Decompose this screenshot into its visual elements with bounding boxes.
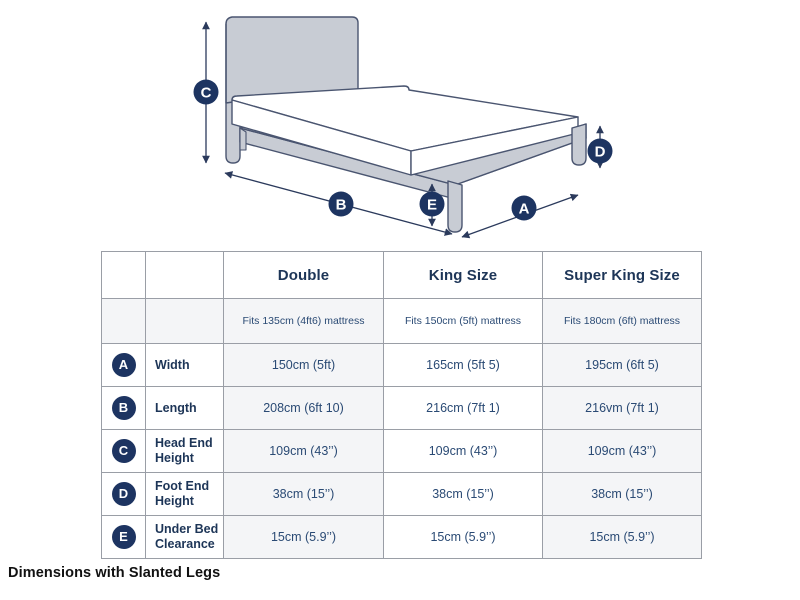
cell-length-superking: 216vm (7ft 1)	[542, 386, 702, 430]
table-header-row: Double King Size Super King Size	[101, 251, 702, 299]
cell-under-bed-clearance-superking: 15cm (5.9’’)	[542, 515, 702, 559]
row-label-width: Width	[145, 343, 224, 387]
diagram-marker-d-label: D	[595, 144, 606, 161]
dimensions-table-container: Double King Size Super King Size Fits 13…	[101, 251, 702, 559]
cell-head-end-height-double: 109cm (43’’)	[223, 429, 384, 473]
cell-under-bed-clearance-king: 15cm (5.9’’)	[383, 515, 543, 559]
diagram-marker-d: D	[587, 138, 613, 164]
cell-under-bed-clearance-double: 15cm (5.9’’)	[223, 515, 384, 559]
leg-head-rear	[239, 127, 247, 151]
diagram-marker-c: C	[193, 79, 219, 105]
table-row: E Under Bed Clearance 15cm (5.9’’) 15cm …	[101, 515, 702, 559]
cell-width-superking: 195cm (6ft 5)	[542, 343, 702, 387]
headboard-left-post	[225, 23, 241, 164]
leg-foot-right	[571, 123, 587, 166]
column-subheader-double: Fits 135cm (4ft6) mattress	[223, 298, 384, 344]
table-subheader-row: Fits 135cm (4ft6) mattress Fits 150cm (5…	[101, 298, 702, 344]
column-header-double: Double	[223, 251, 384, 299]
diagram-marker-b-label: B	[336, 197, 347, 214]
row-label-under-bed-clearance: Under Bed Clearance	[145, 515, 224, 559]
row-badge-d: D	[101, 472, 146, 516]
headboard	[225, 16, 359, 104]
row-label-foot-end-height: Foot End Height	[145, 472, 224, 516]
column-header-king: King Size	[383, 251, 543, 299]
diagram-marker-a: A	[511, 195, 537, 221]
diagram-marker-c-label: C	[201, 85, 212, 102]
column-subheader-king: Fits 150cm (5ft) mattress	[383, 298, 543, 344]
cell-foot-end-height-double: 38cm (15’’)	[223, 472, 384, 516]
column-subheader-superking: Fits 180cm (6ft) mattress	[542, 298, 702, 344]
diagram-marker-e: E	[419, 191, 445, 217]
cell-head-end-height-superking: 109cm (43’’)	[542, 429, 702, 473]
column-header-superking: Super King Size	[542, 251, 702, 299]
badge-letter-e: E	[111, 525, 136, 549]
row-badge-a: A	[101, 343, 146, 387]
mattress-top	[231, 85, 579, 152]
row-badge-e: E	[101, 515, 146, 559]
cell-width-king: 165cm (5ft 5)	[383, 343, 543, 387]
row-label-length: Length	[145, 386, 224, 430]
corner-cell-label	[145, 251, 224, 299]
table-row: B Length 208cm (6ft 10) 216cm (7ft 1) 21…	[101, 386, 702, 430]
diagram-marker-b: B	[328, 191, 354, 217]
badge-letter-c: C	[111, 439, 136, 463]
bed-diagram: C D B A E	[0, 0, 800, 250]
row-badge-c: C	[101, 429, 146, 473]
diagram-marker-a-label: A	[519, 201, 530, 218]
table-row: A Width 150cm (5ft) 165cm (5ft 5) 195cm …	[101, 343, 702, 387]
bed-illustration-svg: C D B A E	[193, 16, 613, 239]
row-label-head-end-height: Head End Height	[145, 429, 224, 473]
table-row: C Head End Height 109cm (43’’) 109cm (43…	[101, 429, 702, 473]
cell-width-double: 150cm (5ft)	[223, 343, 384, 387]
diagram-markers: C D B A E	[193, 79, 613, 221]
row-badge-b: B	[101, 386, 146, 430]
corner-cell-badge	[101, 251, 146, 299]
corner-cell-label-2	[145, 298, 224, 344]
badge-letter-d: D	[111, 482, 136, 506]
diagram-caption: Dimensions with Slanted Legs	[8, 565, 221, 581]
cell-foot-end-height-superking: 38cm (15’’)	[542, 472, 702, 516]
cell-foot-end-height-king: 38cm (15’’)	[383, 472, 543, 516]
table-row: D Foot End Height 38cm (15’’) 38cm (15’’…	[101, 472, 702, 516]
cell-length-double: 208cm (6ft 10)	[223, 386, 384, 430]
cell-head-end-height-king: 109cm (43’’)	[383, 429, 543, 473]
leg-front-middle	[447, 180, 463, 233]
cell-length-king: 216cm (7ft 1)	[383, 386, 543, 430]
corner-cell-badge-2	[101, 298, 146, 344]
diagram-marker-e-label: E	[427, 197, 437, 214]
badge-letter-b: B	[111, 396, 136, 420]
badge-letter-a: A	[111, 353, 136, 377]
dimensions-table: Double King Size Super King Size Fits 13…	[101, 251, 702, 559]
